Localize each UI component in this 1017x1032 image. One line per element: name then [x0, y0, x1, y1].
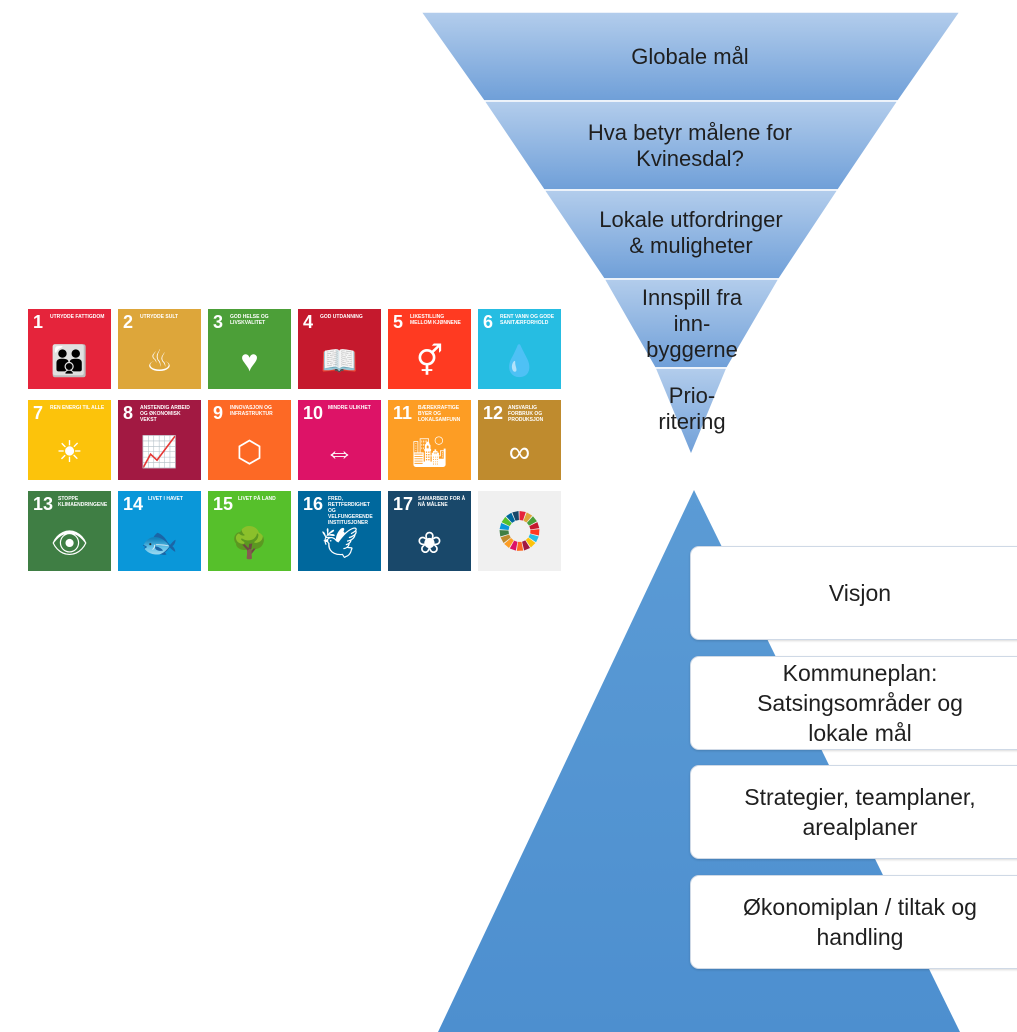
- sdg-wheel-segment: [526, 516, 537, 526]
- bowl-icon: ♨: [146, 345, 173, 378]
- funnel-label-lokale-utfordringer: Lokale utfordringer & muligheter: [599, 207, 783, 258]
- water-drop-icon: 💧: [500, 345, 539, 378]
- gender-icon: ⚥: [415, 345, 444, 378]
- sdg-tile-8: 8 Anstendig arbeid og økonomisk vekst 📈: [118, 400, 201, 480]
- sdg-wheel-segment: [501, 516, 512, 527]
- sdg-number: 3: [213, 312, 224, 332]
- sdg-tile-2: 2 Utrydde sult ♨: [118, 309, 201, 389]
- funnel-label-innspill: Innspill fra inn- byggerne: [641, 285, 743, 362]
- sdg-wheel-segment: [512, 511, 519, 521]
- sdg-title: Innovasjon og infrastruktur: [230, 405, 273, 417]
- sdg-number: 13: [33, 494, 54, 514]
- funnel-label-prioritering: Prio- ritering: [658, 383, 726, 434]
- sdg-tile-6: 6 Rent vann og gode sanitærforhold 💧: [478, 309, 561, 389]
- funnel-label-globale-mal: Globale mål: [631, 44, 749, 69]
- sdg-wheel-tile: [478, 491, 561, 571]
- city-icon: 🏙: [410, 436, 449, 469]
- sdg-tile-1: 1 Utrydde fattigdom 👪: [28, 309, 111, 389]
- sdg-number: 5: [393, 312, 404, 332]
- sdg-number: 2: [123, 312, 134, 332]
- sdg-tile-11: 11 Bærekraftige byer og lokalsamfunn 🏙: [388, 400, 471, 480]
- sdg-number: 4: [303, 312, 314, 332]
- growth-chart-icon: 📈: [140, 436, 179, 469]
- sdg-wheel-icon: [499, 511, 540, 551]
- sdg-title: Stoppe klimaendringene: [58, 496, 108, 508]
- sdg-tile-12: 12Ansvarlig forbruk og produksjon ∞: [478, 400, 561, 480]
- sdg-tile-13: 13 Stoppe klimaendringene 👁: [28, 491, 111, 571]
- pyramid-box-visjon: Visjon: [690, 546, 1017, 640]
- sdg-title: God utdanning: [320, 314, 363, 320]
- sdg-title: Utrydde fattigdom: [50, 314, 105, 320]
- sdg-tile-4: 4 God utdanning 📖: [298, 309, 381, 389]
- sdg-title: Livet i havet: [148, 496, 183, 502]
- sdg-wheel-segment: [528, 534, 539, 543]
- dove-icon: 🕊: [320, 527, 359, 560]
- sdg-tile-5: 5 Likestilling mellom kjønnene ⚥: [388, 309, 471, 389]
- sdg-title: Ren energi til alle: [50, 405, 105, 411]
- sdg-number: 7: [33, 403, 44, 423]
- sdg-tile-17: 17 Samarbeid for å nå målene ❀: [388, 491, 471, 571]
- sdg-wheel-segment: [504, 538, 514, 549]
- sdg-wheel-segment: [525, 537, 536, 548]
- sdg-tile-14: 14 Livet i havet 🐟: [118, 491, 201, 571]
- sun-icon: ☀: [56, 436, 83, 469]
- sdg-title: Samarbeid for å nå målene: [418, 496, 466, 508]
- sdg-tile-10: 10 Mindre ulikhet ⇔: [298, 400, 381, 480]
- book-icon: 📖: [320, 345, 359, 378]
- sdg-wheel-segment: [506, 512, 516, 523]
- infinity-icon: ∞: [508, 436, 531, 469]
- sdg-number: 6: [483, 312, 494, 332]
- equal-arrows-icon: ⇔: [324, 436, 355, 469]
- family-icon: 👪: [50, 345, 89, 378]
- sdg-title: Anstendig arbeid og økonomisk vekst: [140, 405, 190, 423]
- sdg-title: Rent vann og gode sanitærforhold: [500, 314, 555, 326]
- sdg-number: 14: [123, 494, 144, 514]
- sdg-goals-grid: 1 Utrydde fattigdom 👪 2 Utrydde sult ♨ 3 God he…: [28, 309, 561, 572]
- sdg-title: Livet på land: [238, 496, 276, 502]
- funnel-label-hva-betyr: Hva betyr målene for Kvinesdal?: [587, 120, 793, 171]
- sdg-tile-16: 16Fred, rettferdighet og velfungerende i…: [298, 491, 381, 571]
- sdg-wheel-segment: [516, 541, 524, 551]
- flower-rings-icon: ❀: [416, 527, 443, 560]
- sdg-wheel-segment: [529, 522, 540, 530]
- sdg-number: 9: [213, 403, 224, 423]
- pyramid-box-okonomiplan: Økonomiplan / tiltak og handling: [690, 875, 1017, 969]
- sdg-wheel-segment: [522, 540, 531, 551]
- sdg-wheel-segment: [499, 522, 510, 530]
- pyramid-box-strategier: Strategier, teamplaner, arealplaner: [690, 765, 1017, 859]
- sdg-title: Likestilling mellom kjønnene: [410, 314, 461, 326]
- sdg-number: 11: [393, 403, 413, 423]
- sdg-wheel-segment: [519, 511, 526, 521]
- sdg-number: 16: [303, 494, 324, 514]
- sdg-title: Fred, rettferdighet og velfungerende ins…: [328, 496, 373, 526]
- sdg-tile-7: 7 Ren energi til alle ☀: [28, 400, 111, 480]
- sdg-title: Utrydde sult: [140, 314, 179, 320]
- sdg-number: 10: [303, 403, 324, 423]
- sdg-title: Mindre ulikhet: [328, 405, 371, 411]
- sdg-wheel-segment: [509, 540, 518, 551]
- eye-globe-icon: 👁: [50, 527, 89, 560]
- cubes-icon: ⬡: [236, 436, 263, 469]
- sdg-number: 15: [213, 494, 234, 514]
- sdg-number: 1: [33, 312, 44, 332]
- sdg-wheel-segment: [499, 530, 509, 537]
- sdg-title: Ansvarlig forbruk og produksjon: [508, 405, 544, 423]
- sdg-title: God helse og livskvalitet: [230, 314, 269, 326]
- fish-icon: 🐟: [140, 527, 179, 560]
- sdg-tile-3: 3 God helse og livskvalitet ♥: [208, 309, 291, 389]
- sdg-tile-9: 9 Innovasjon og infrastruktur ⬡: [208, 400, 291, 480]
- sdg-tile-15: 15 Livet på land 🌳: [208, 491, 291, 571]
- sdg-number: 8: [123, 403, 134, 423]
- sdg-wheel-segment: [530, 529, 540, 536]
- funnel-band-5: [653, 367, 729, 457]
- pyramid-box-kommuneplan: Kommuneplan: Satsingsområder og lokale m…: [690, 656, 1017, 750]
- sdg-number: 17: [393, 494, 414, 514]
- sdg-wheel-segment: [523, 512, 533, 523]
- sdg-number: 12: [483, 403, 504, 423]
- sdg-wheel-segment: [500, 534, 511, 544]
- tree-icon: 🌳: [230, 527, 269, 560]
- sdg-title: Bærekraftige byer og lokalsamfunn: [418, 405, 461, 423]
- heartbeat-icon: ♥: [240, 345, 259, 378]
